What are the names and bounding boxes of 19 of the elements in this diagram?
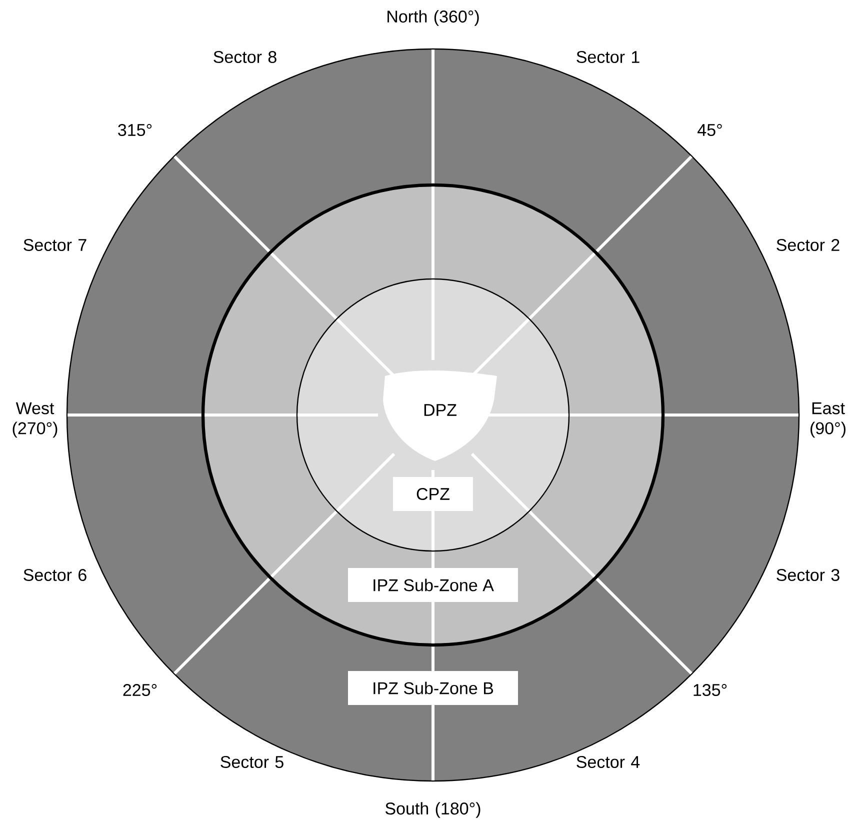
compass-label: South (180°) bbox=[385, 802, 480, 818]
compass-label: Sector 4 bbox=[576, 756, 640, 768]
compass-label: Sector 2 bbox=[776, 238, 840, 252]
compass-label: Sector 7 bbox=[24, 238, 86, 252]
compass-label: 45° bbox=[698, 124, 722, 136]
compass-label: West (270°) bbox=[12, 402, 58, 438]
compass-label: Sector 5 bbox=[220, 756, 284, 768]
compass-label: 315° bbox=[118, 124, 152, 136]
compass-label: Sector 3 bbox=[776, 569, 840, 582]
compass-label: Sector 8 bbox=[214, 50, 276, 64]
compass-label: 225° bbox=[123, 684, 157, 696]
compass-label: Sector 1 bbox=[576, 50, 640, 64]
compass-label: East (90°) bbox=[810, 402, 846, 438]
zone-label: IPZ Sub-Zone B bbox=[348, 671, 518, 705]
compass-label: Sector 6 bbox=[24, 569, 86, 582]
zone-label: IPZ Sub-Zone A bbox=[348, 568, 518, 602]
compass-label: 135° bbox=[694, 684, 727, 696]
zone-label: CPZ bbox=[393, 477, 473, 511]
compass-label: North (360°) bbox=[388, 10, 479, 26]
